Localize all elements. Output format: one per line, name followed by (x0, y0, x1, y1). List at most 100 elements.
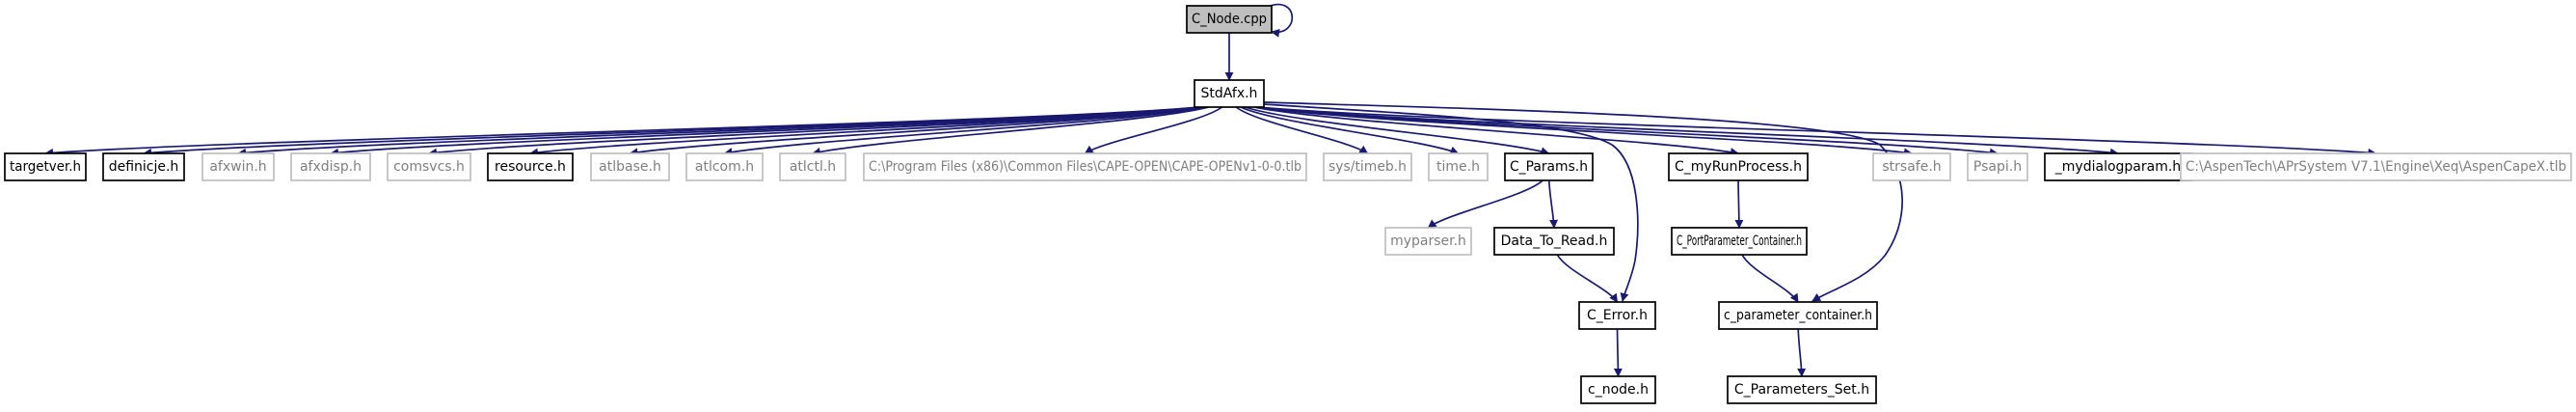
node-aspencapex_tlb[interactable]: C:\AspenTech\APrSystem V7.1\Engine\Xeq\A… (2180, 152, 2572, 181)
edge-stdafx_h-to-aspencapex_tlb (1257, 106, 2377, 157)
node-box (4, 152, 87, 181)
node-box (779, 152, 846, 181)
node-c_error_h[interactable]: C_Error.h (1578, 301, 1656, 330)
node-stdafx_h[interactable]: StdAfx.h (1194, 79, 1265, 108)
node-label: C_myRunProcess.h (1675, 159, 1802, 175)
edge-line (723, 106, 1204, 156)
edge-stdafx_h-to-c_myrunprocess_h (1254, 106, 1739, 156)
edge-c_error_h-to-c_node_h (1613, 328, 1623, 377)
node-label: c_node.h (1588, 382, 1649, 398)
node-box (863, 152, 1307, 181)
node-c_portparameter_container_h[interactable]: C_PortParameter_Container.h (1671, 227, 1808, 256)
node-c_parameter_container_h[interactable]: c_parameter_container.h (1718, 301, 1878, 330)
edge-c_parameter_container_h-to-c_parameters_set_h (1797, 328, 1807, 377)
edge-data_to_read_h-to-c_error_h (1556, 254, 1619, 303)
edge-line (1257, 106, 2119, 157)
edge-line (1741, 254, 1799, 303)
node-box (1872, 152, 1951, 181)
node-afxdisp_h[interactable]: afxdisp.h (290, 152, 371, 181)
node-label: resource.h (495, 159, 566, 175)
node-resource_h[interactable]: resource.h (487, 152, 574, 181)
node-label: c_parameter_container.h (1724, 308, 1872, 323)
node-definicje_h[interactable]: definicje.h (102, 152, 185, 181)
edge-line (1240, 106, 1460, 155)
node-mydialogparam_h[interactable]: _mydialogparam.h (2044, 152, 2192, 181)
node-label: time.h (1436, 159, 1480, 175)
node-strsafe_h[interactable]: strsafe.h (1872, 152, 1951, 181)
edge-stdafx_h-to-afxdisp_h (330, 106, 1201, 157)
node-label: C_Params.h (1510, 159, 1588, 175)
node-box (1504, 152, 1594, 181)
edge-c_portparameter_container_h-to-c_parameter_container_h (1741, 254, 1799, 303)
node-atlbase_h[interactable]: atlbase.h (590, 152, 670, 181)
node-label: afxwin.h (209, 159, 266, 175)
node-c_node_h[interactable]: c_node.h (1580, 375, 1656, 404)
node-box (1671, 227, 1808, 256)
edge-line (330, 106, 1201, 157)
node-atlcom_h[interactable]: atlcom.h (685, 152, 764, 181)
node-box (1194, 79, 1265, 108)
node-myparser_h[interactable]: myparser.h (1384, 227, 1472, 256)
edge-line (1263, 103, 1639, 302)
edge-stdafx_h-to-time_h (1240, 106, 1460, 155)
node-box (1428, 152, 1489, 181)
node-atlctl_h[interactable]: atlctl.h (779, 152, 846, 181)
node-label: afxdisp.h (300, 159, 362, 175)
node-box (1323, 152, 1412, 181)
edge-stdafx_h-to-sys_timeb_h (1235, 106, 1369, 154)
node-box (1967, 152, 2028, 181)
node-box (1668, 152, 1809, 181)
node-box (1493, 227, 1615, 256)
node-box (290, 152, 371, 181)
edge-line (1797, 328, 1807, 377)
node-time_h[interactable]: time.h (1428, 152, 1489, 181)
edge-c_params_h-to-data_to_read_h (1547, 179, 1559, 229)
node-label: sys/timeb.h (1328, 159, 1407, 175)
node-c_myrunprocess_h[interactable]: C_myRunProcess.h (1668, 152, 1809, 181)
node-label: _mydialogparam.h (2054, 159, 2181, 175)
node-c_params_h[interactable]: C_Params.h (1504, 152, 1594, 181)
edge-line (1257, 106, 2377, 157)
edge-stdafx_h-to-atlctl_h (812, 106, 1209, 156)
node-label: targetver.h (10, 159, 81, 175)
node-targetver_h[interactable]: targetver.h (4, 152, 87, 181)
edge-line (1556, 254, 1619, 303)
node-label: comsvcs.h (393, 159, 465, 175)
edge-line (1254, 106, 1739, 156)
node-label: StdAfx.h (1201, 86, 1258, 101)
edge-stdafx_h-to-c_params_h (1245, 106, 1550, 156)
edge-stdafx_h-to-mydialogparam_h (1257, 106, 2119, 157)
node-comsvcs_h[interactable]: comsvcs.h (387, 152, 471, 181)
node-c_node_cpp[interactable]: C_Node.cpp (1186, 5, 1273, 34)
node-cape_open_tlb[interactable]: C:\Program Files (x86)\Common Files\CAPE… (863, 152, 1307, 181)
node-sys_timeb_h[interactable]: sys/timeb.h (1323, 152, 1412, 181)
node-box (2180, 152, 2572, 181)
edge-stdafx_h-to-c_error_h (1263, 103, 1639, 302)
node-label: atlbase.h (599, 159, 661, 175)
node-c_parameters_set_h[interactable]: C_Parameters_Set.h (1727, 375, 1877, 404)
edge-layer (44, 3, 2377, 377)
edge-line (1427, 179, 1543, 229)
edge-line (1245, 106, 1550, 156)
node-box (685, 152, 764, 181)
edge-line (1235, 106, 1369, 154)
edge-stdafx_h-to-resource_h (529, 106, 1201, 157)
node-label: myparser.h (1390, 233, 1466, 249)
node-label: Psapi.h (1973, 159, 2022, 175)
edge-line (812, 106, 1209, 156)
edge-c_params_h-to-myparser_h (1427, 179, 1543, 229)
node-label: C:\Program Files (x86)\Common Files\CAPE… (869, 159, 1301, 175)
node-box (487, 152, 574, 181)
node-box (1718, 301, 1878, 330)
node-psapi_h[interactable]: Psapi.h (1967, 152, 2028, 181)
node-data_to_read_h[interactable]: Data_To_Read.h (1493, 227, 1615, 256)
node-box (1384, 227, 1472, 256)
edge-line (1547, 179, 1559, 229)
node-label: atlcom.h (695, 159, 754, 175)
node-afxwin_h[interactable]: afxwin.h (201, 152, 275, 181)
edge-line (1267, 3, 1294, 38)
edge-c_node_cpp-to-c_node_cpp (1267, 3, 1294, 38)
edge-c_myrunprocess_h-to-c_portparameter_container_h (1734, 179, 1744, 229)
